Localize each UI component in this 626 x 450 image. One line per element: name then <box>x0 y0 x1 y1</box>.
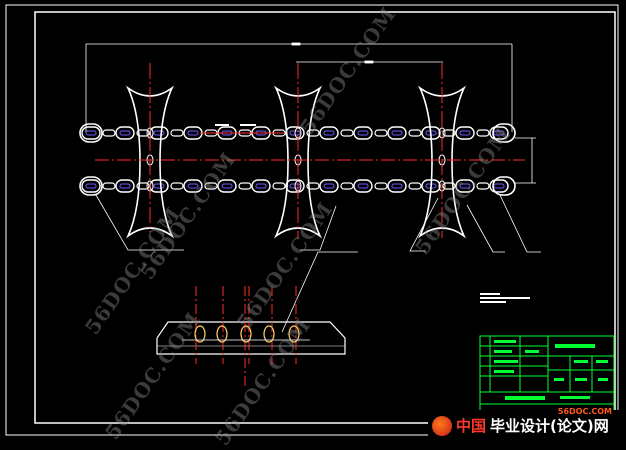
spreader-bar <box>125 85 175 239</box>
chain-link <box>387 179 407 193</box>
chain-link <box>136 129 150 137</box>
chain-link-inner <box>119 130 131 136</box>
chain-link-inner <box>187 183 199 189</box>
chain-link-inner <box>391 183 403 189</box>
chain-link <box>251 179 271 193</box>
chain-link-inner <box>221 183 233 189</box>
end-link <box>79 123 103 143</box>
chain-link-inner <box>459 130 471 136</box>
chain-link <box>340 129 354 137</box>
chain-link-inner <box>153 130 165 136</box>
chain-link <box>319 126 339 140</box>
chain-link <box>442 182 456 190</box>
end-link <box>492 176 516 196</box>
chain-link <box>319 179 339 193</box>
chain-link <box>306 129 320 137</box>
chain-link <box>238 182 252 190</box>
chain-link <box>102 129 116 137</box>
end-link <box>79 176 103 196</box>
chain-link-inner <box>153 183 165 189</box>
logo-text: 毕业设计(论文)网 <box>490 417 609 435</box>
side-dimension <box>515 137 536 184</box>
chain-link <box>285 179 305 193</box>
annotation-mark <box>215 124 229 126</box>
chain-link <box>170 129 184 137</box>
chain-link <box>102 182 116 190</box>
chain-link <box>489 126 509 140</box>
chain-link-inner <box>493 183 505 189</box>
chain-link-inner <box>323 183 335 189</box>
chain-link <box>272 182 286 190</box>
chain-link <box>170 182 184 190</box>
chain-link-inner <box>357 130 369 136</box>
chain-link <box>204 182 218 190</box>
chain-link <box>408 182 422 190</box>
chain-link-inner <box>187 130 199 136</box>
chain-link <box>217 179 237 193</box>
chain-link <box>374 129 388 137</box>
vertical-centerlines <box>149 63 443 238</box>
chain-link <box>149 126 169 140</box>
logo-site: 56DOC.COM <box>557 407 612 416</box>
chain-link-inner <box>493 130 505 136</box>
chain-link-inner <box>255 183 267 189</box>
overall-dimension <box>85 42 513 132</box>
spreader-bar <box>273 85 323 239</box>
chain-link <box>183 126 203 140</box>
chain-link <box>353 126 373 140</box>
chain-link-inner <box>357 183 369 189</box>
side-view <box>156 286 346 388</box>
chain-link <box>408 129 422 137</box>
chain-link-inner <box>85 183 97 189</box>
chain-link <box>81 126 101 140</box>
chain-link-inner <box>85 130 97 136</box>
chain-link <box>374 182 388 190</box>
site-logo: 中国 毕业设计(论文)网 56DOC.COM <box>428 407 626 441</box>
chain-link-inner <box>391 130 403 136</box>
logo-emblem-icon <box>432 415 452 436</box>
chain-link-inner <box>459 183 471 189</box>
logo-country: 中国 <box>456 417 487 435</box>
chain-link <box>489 179 509 193</box>
chain-link <box>306 182 320 190</box>
chain-link-inner <box>119 183 131 189</box>
chain-link <box>476 129 490 137</box>
chain-link <box>81 179 101 193</box>
chain-link-inner <box>323 130 335 136</box>
technical-notes <box>480 293 530 303</box>
chain-link <box>387 126 407 140</box>
horizontal-centerlines <box>95 132 525 161</box>
chain-link <box>442 129 456 137</box>
chain-link <box>115 126 135 140</box>
chain-link <box>455 179 475 193</box>
chain-link <box>455 126 475 140</box>
spreader-bar <box>417 85 467 239</box>
chain-link <box>115 179 135 193</box>
annotation-mark <box>240 124 256 126</box>
inner-frame <box>34 11 616 424</box>
chain-link <box>353 179 373 193</box>
end-link <box>492 123 516 143</box>
leader-lines <box>95 194 541 333</box>
outer-frame <box>5 4 619 436</box>
chain-link <box>476 182 490 190</box>
chain-link <box>340 182 354 190</box>
chain-link <box>183 179 203 193</box>
chain-link <box>136 182 150 190</box>
